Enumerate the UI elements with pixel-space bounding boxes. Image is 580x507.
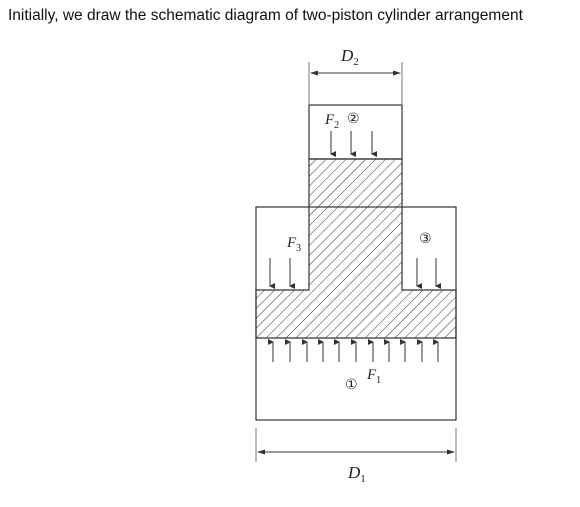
t-piston bbox=[255, 158, 457, 339]
label-f1: F1 bbox=[366, 367, 381, 386]
label-f3: F3 bbox=[286, 235, 301, 254]
f1-force-arrows bbox=[268, 339, 439, 362]
chamber-1-marker: ① bbox=[345, 377, 358, 393]
label-d1: D1 bbox=[347, 463, 366, 485]
chamber-3-force-arrows bbox=[416, 258, 441, 289]
chamber-3-marker: ③ bbox=[419, 231, 432, 247]
label-f2: F2 bbox=[324, 112, 339, 131]
chamber-2-marker: ② bbox=[347, 111, 360, 127]
f3-force-arrows bbox=[269, 258, 295, 289]
dimension-d2 bbox=[308, 62, 403, 104]
label-d2: D2 bbox=[340, 46, 359, 68]
f2-force-arrows bbox=[330, 131, 377, 157]
dimension-d1 bbox=[255, 428, 457, 462]
caption-text: Initially, we draw the schematic diagram… bbox=[8, 7, 523, 24]
